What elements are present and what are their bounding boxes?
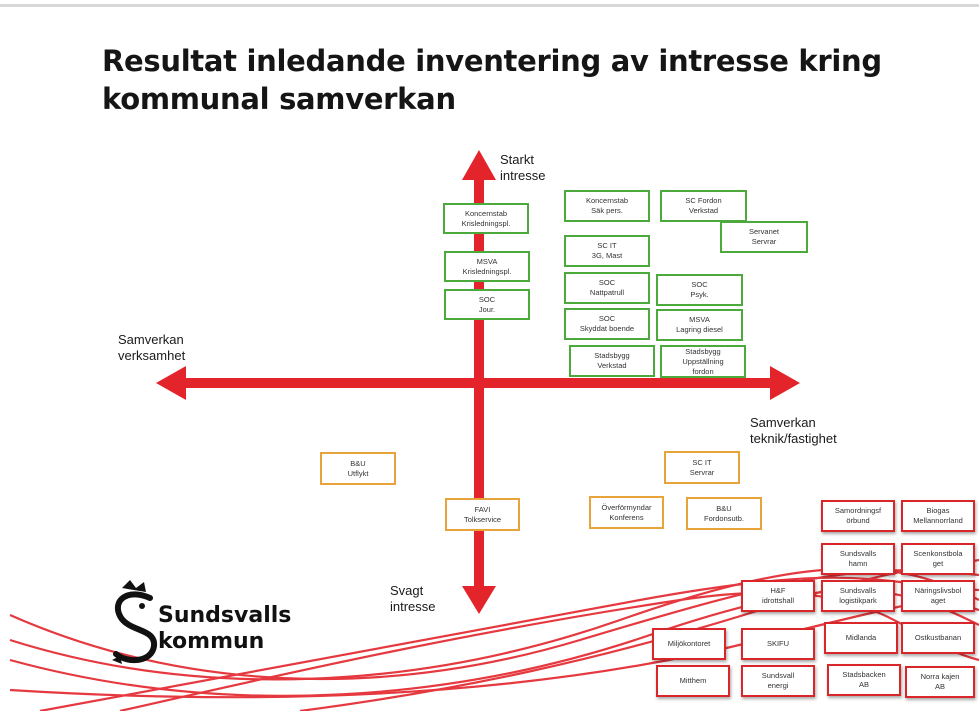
top-divider [0, 4, 979, 7]
box-strong: SOC Nattpatrull [564, 272, 650, 304]
box-external: H&F idrottshall [741, 580, 815, 612]
box-weak: FAVI Tolkservice [445, 498, 520, 531]
down-arrow-head [462, 586, 496, 614]
horizontal-axis-shaft [184, 378, 774, 388]
box-external: Miljökontoret [652, 628, 726, 660]
right-arrow-head [770, 366, 800, 400]
box-external: Sundsvalls hamn [821, 543, 895, 575]
box-external: SKIFU [741, 628, 815, 660]
box-strong: SOC Skyddat boende [564, 308, 650, 340]
box-external: Scenkonstbola get [901, 543, 975, 575]
box-weak: Överförmyndar Konferens [589, 496, 664, 529]
box-external: Samordningsf örbund [821, 500, 895, 532]
box-external: Ostkustbanan [901, 622, 975, 654]
box-strong: Koncernstab Krisledningspl. [443, 203, 529, 234]
box-strong: MSVA Lagring diesel [656, 309, 743, 341]
axis-label-technical: Samverkan teknik/fastighet [750, 415, 837, 447]
box-strong: SOC Psyk. [656, 274, 743, 306]
up-arrow-head [462, 150, 496, 180]
left-arrow-head [156, 366, 186, 400]
box-external: Sundsvalls logistikpark [821, 580, 895, 612]
box-strong: Servanet Servrar [720, 221, 808, 253]
box-strong: Koncernstab Säk pers. [564, 190, 650, 222]
axis-label-line: Svagt [390, 583, 424, 598]
axis-label-line: verksamhet [118, 348, 186, 363]
box-strong: SC Fordon Verkstad [660, 190, 747, 222]
axis-label-line: Samverkan [750, 415, 816, 430]
box-strong: MSVA Krisledningspl. [444, 251, 530, 282]
box-external: Sundsvall energi [741, 665, 815, 697]
box-strong: SOC Jour. [444, 289, 530, 320]
box-weak: B&U Utflykt [320, 452, 396, 485]
axes [156, 150, 800, 614]
box-strong: SC IT 3G, Mast [564, 235, 650, 267]
page-title: Resultat inledande inventering av intres… [102, 44, 882, 116]
axis-label-line: teknik/fastighet [750, 431, 837, 446]
box-weak: SC IT Servrar [664, 451, 740, 484]
box-external: Biogas Mellannorrland [901, 500, 975, 532]
axis-label-line: Samverkan [118, 332, 184, 347]
box-strong: Stadsbygg Uppställning fordon [660, 345, 746, 378]
axis-label-operations: Samverkan verksamhet [118, 332, 185, 364]
axis-label-weak-interest: Svagt intresse [390, 583, 436, 615]
box-external: Näringslivsbol aget [901, 580, 975, 612]
axis-label-strong-interest: Starkt intresse [500, 152, 546, 184]
box-strong: Stadsbygg Verkstad [569, 345, 655, 377]
axis-label-line: intresse [500, 168, 546, 183]
axis-label-line: intresse [390, 599, 436, 614]
logo-text-line-1: Sundsvalls [158, 603, 292, 628]
box-external: Midlanda [824, 622, 898, 654]
box-external: Stadsbacken AB [827, 664, 901, 696]
axis-label-line: Starkt [500, 152, 534, 167]
box-weak: B&U Fordonsutb. [686, 497, 762, 530]
box-external: Mitthem [656, 665, 730, 697]
logo-text-line-2: kommun [158, 629, 265, 654]
box-external: Norra kajen AB [905, 666, 975, 698]
